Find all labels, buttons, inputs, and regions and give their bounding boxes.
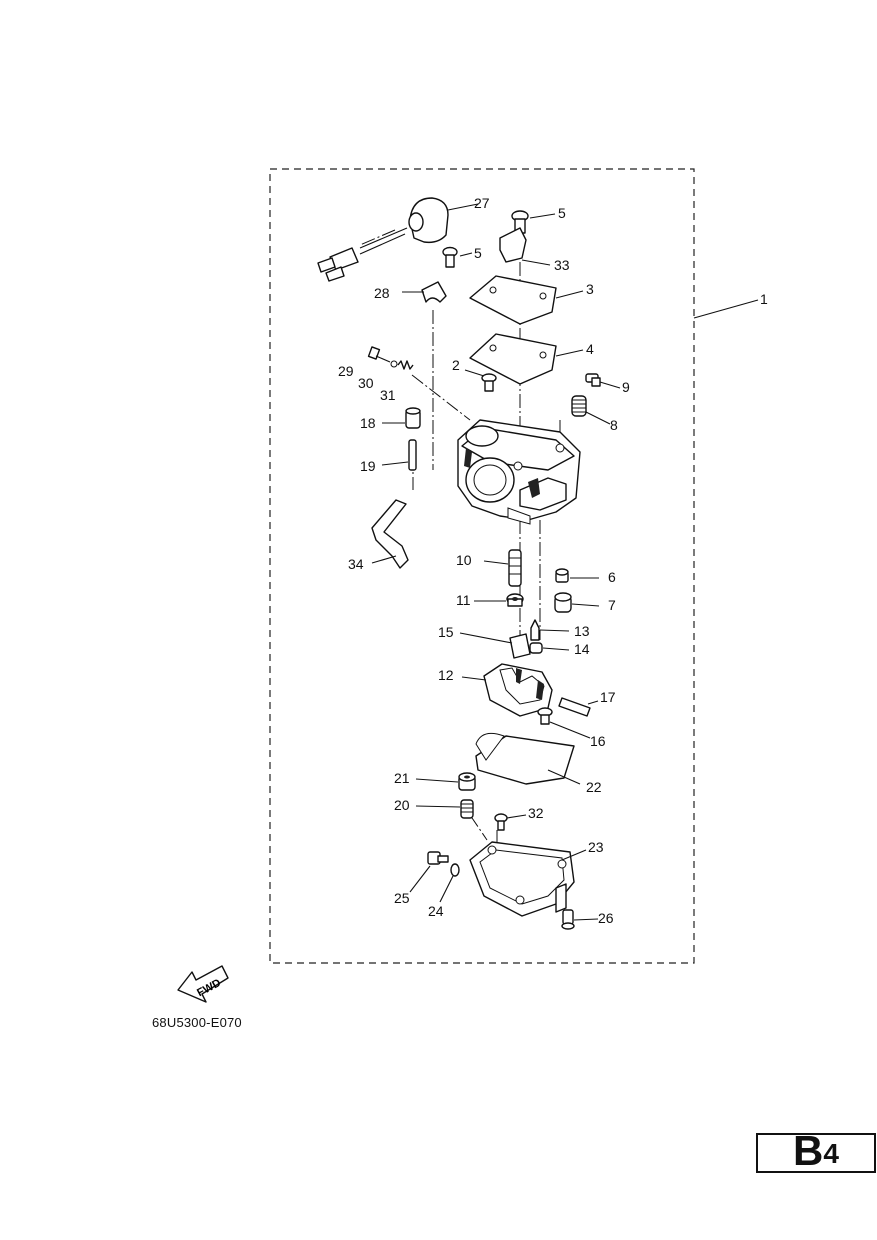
float-chamber-23 bbox=[469, 841, 575, 917]
callout-9: 9 bbox=[622, 379, 630, 395]
callout-24: 24 bbox=[428, 903, 444, 919]
callout-labels: 1 2 3 4 5 5 6 7 8 9 10 11 12 13 14 15 16… bbox=[338, 195, 768, 926]
float-12 bbox=[483, 663, 553, 717]
leader-lines bbox=[371, 203, 759, 921]
callout-3: 3 bbox=[586, 281, 594, 297]
gasket-22 bbox=[475, 735, 575, 785]
callout-12: 12 bbox=[438, 667, 454, 683]
callout-11: 11 bbox=[456, 592, 471, 608]
page-tag-number: 4 bbox=[823, 1138, 839, 1169]
callout-27: 27 bbox=[474, 195, 490, 211]
washer-24 bbox=[450, 863, 460, 877]
pin-19 bbox=[408, 439, 417, 471]
spring-8 bbox=[571, 395, 587, 417]
callout-2: 2 bbox=[452, 357, 460, 373]
assembly-boundary bbox=[269, 168, 695, 964]
callout-17: 17 bbox=[600, 689, 616, 705]
callout-13: 13 bbox=[574, 623, 590, 639]
callout-25: 25 bbox=[394, 890, 410, 906]
plug-18 bbox=[405, 407, 421, 429]
hose-34 bbox=[371, 499, 409, 569]
callout-33: 33 bbox=[554, 257, 570, 273]
callout-5-mid: 5 bbox=[474, 245, 482, 261]
screw-32 bbox=[494, 813, 508, 831]
callout-21: 21 bbox=[394, 770, 410, 786]
fuel-joint bbox=[317, 197, 449, 282]
main-nozzle-10 bbox=[508, 549, 522, 587]
float-pin-17 bbox=[558, 697, 591, 717]
screw-26 bbox=[561, 909, 575, 930]
drain-screw-25 bbox=[427, 851, 449, 865]
pilot-jet-6 bbox=[555, 568, 569, 583]
callout-30: 30 bbox=[358, 375, 374, 391]
callout-1: 1 bbox=[760, 291, 768, 307]
callout-26: 26 bbox=[598, 910, 614, 926]
screw-2 bbox=[481, 373, 497, 392]
bracket-28 bbox=[421, 281, 447, 303]
screw-16 bbox=[537, 707, 553, 725]
needle-valve-13 bbox=[530, 619, 540, 641]
callout-7: 7 bbox=[608, 597, 616, 613]
callout-10: 10 bbox=[456, 552, 472, 568]
pilot-screw bbox=[367, 346, 414, 370]
callout-23: 23 bbox=[588, 839, 604, 855]
callout-5-top: 5 bbox=[558, 205, 566, 221]
callout-18: 18 bbox=[360, 415, 376, 431]
page-tag: B 4 bbox=[756, 1127, 876, 1174]
callout-8: 8 bbox=[610, 417, 618, 433]
collar-21 bbox=[458, 772, 476, 791]
callout-20: 20 bbox=[394, 797, 410, 813]
page-tag-letter: B bbox=[793, 1127, 824, 1174]
screw-9 bbox=[585, 373, 601, 387]
clip-15 bbox=[509, 633, 531, 659]
callout-19: 19 bbox=[360, 458, 376, 474]
callout-32: 32 bbox=[528, 805, 544, 821]
clip-33 bbox=[499, 227, 527, 263]
callout-29: 29 bbox=[338, 363, 354, 379]
callout-34: 34 bbox=[348, 556, 364, 572]
main-jet-11 bbox=[506, 593, 524, 607]
callout-31: 31 bbox=[380, 387, 396, 403]
gasket-3 bbox=[469, 275, 557, 325]
callout-16: 16 bbox=[590, 733, 606, 749]
valve-seat-14 bbox=[529, 642, 543, 654]
callout-28: 28 bbox=[374, 285, 390, 301]
callout-6: 6 bbox=[608, 569, 616, 585]
spring-20 bbox=[460, 799, 474, 819]
screw-5-mid bbox=[442, 246, 458, 268]
plug-7 bbox=[554, 592, 572, 613]
drawing-code: 68U5300-E070 bbox=[152, 1015, 242, 1030]
callout-14: 14 bbox=[574, 641, 590, 657]
callout-4: 4 bbox=[586, 341, 594, 357]
carburetor-body bbox=[457, 419, 581, 525]
callout-22: 22 bbox=[586, 779, 602, 795]
callout-15: 15 bbox=[438, 624, 454, 640]
fwd-arrow-icon: FWD bbox=[177, 965, 229, 1003]
